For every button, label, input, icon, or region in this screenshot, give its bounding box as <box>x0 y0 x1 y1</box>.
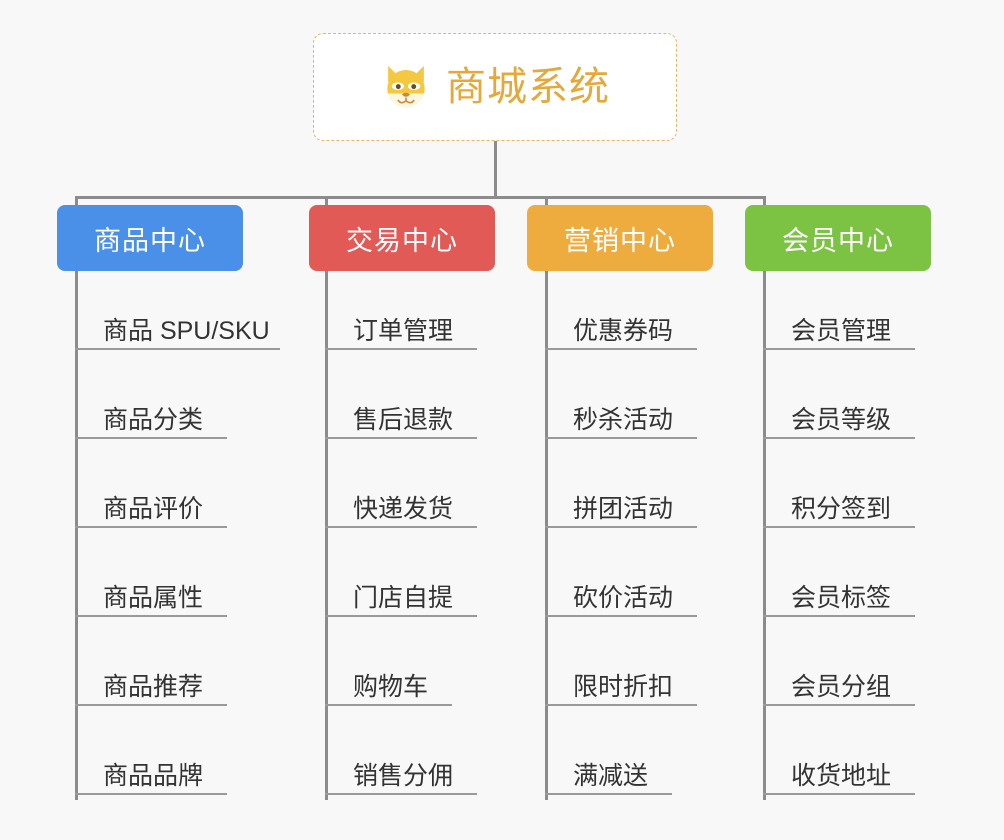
leaf-label: 商品推荐 <box>103 673 204 701</box>
connector-drop-3 <box>545 196 548 208</box>
leaf-item[interactable]: 会员分组 <box>763 675 915 706</box>
leaf-item[interactable]: 拼团活动 <box>545 497 697 528</box>
leaf-underline <box>75 793 227 795</box>
leaf-label: 商品分类 <box>103 406 204 434</box>
leaf-item[interactable]: 门店自提 <box>325 586 477 617</box>
leaf-label: 会员管理 <box>791 317 892 345</box>
connector-drop-2 <box>325 196 328 208</box>
branch-header-label: 商品中心 <box>94 225 206 256</box>
leaf-underline <box>75 437 227 439</box>
branch-header-4[interactable]: 会员中心 <box>745 205 931 271</box>
leaf-underline <box>75 704 227 706</box>
branch-rail-4 <box>763 271 766 800</box>
leaf-item[interactable]: 商品 SPU/SKU <box>75 319 280 350</box>
leaf-label: 会员标签 <box>791 584 892 612</box>
leaf-item[interactable]: 满减送 <box>545 764 672 795</box>
branch-header-label: 营销中心 <box>564 225 676 256</box>
leaf-label: 秒杀活动 <box>573 406 674 434</box>
leaf-label: 积分签到 <box>791 495 892 523</box>
leaf-item[interactable]: 会员标签 <box>763 586 915 617</box>
leaf-item[interactable]: 商品品牌 <box>75 764 227 795</box>
branch-header-label: 会员中心 <box>782 225 894 256</box>
leaf-label: 购物车 <box>353 673 429 701</box>
leaf-underline <box>763 437 915 439</box>
leaf-label: 商品 SPU/SKU <box>103 317 270 345</box>
leaf-underline <box>763 704 915 706</box>
leaf-item[interactable]: 会员等级 <box>763 408 915 439</box>
leaf-label: 销售分佣 <box>353 762 454 790</box>
leaf-underline <box>545 704 697 706</box>
leaf-item[interactable]: 商品推荐 <box>75 675 227 706</box>
leaf-item[interactable]: 购物车 <box>325 675 452 706</box>
leaf-underline <box>763 526 915 528</box>
leaf-underline <box>545 348 697 350</box>
leaf-underline <box>325 526 477 528</box>
branch-header-1[interactable]: 商品中心 <box>57 205 243 271</box>
branch-header-2[interactable]: 交易中心 <box>309 205 495 271</box>
leaf-label: 商品属性 <box>103 584 204 612</box>
leaf-label: 收货地址 <box>791 762 892 790</box>
leaf-label: 会员等级 <box>791 406 892 434</box>
leaf-item[interactable]: 秒杀活动 <box>545 408 697 439</box>
connector-drop-4 <box>763 196 766 208</box>
leaf-item[interactable]: 销售分佣 <box>325 764 477 795</box>
leaf-label: 商品品牌 <box>103 762 204 790</box>
leaf-item[interactable]: 商品分类 <box>75 408 227 439</box>
leaf-underline <box>545 437 697 439</box>
leaf-item[interactable]: 会员管理 <box>763 319 915 350</box>
leaf-item[interactable]: 商品评价 <box>75 497 227 528</box>
leaf-item[interactable]: 快递发货 <box>325 497 477 528</box>
root-node[interactable]: 商城系统 <box>313 33 677 141</box>
connector-root-stem <box>494 141 497 199</box>
leaf-underline <box>325 348 477 350</box>
connector-drop-1 <box>75 196 78 208</box>
leaf-label: 满减送 <box>573 762 649 790</box>
root-title: 商城系统 <box>446 65 610 109</box>
leaf-label: 拼团活动 <box>573 495 674 523</box>
leaf-item[interactable]: 售后退款 <box>325 408 477 439</box>
branch-rail-1 <box>75 271 78 800</box>
leaf-label: 快递发货 <box>353 495 454 523</box>
leaf-item[interactable]: 商品属性 <box>75 586 227 617</box>
leaf-underline <box>325 793 477 795</box>
leaf-label: 砍价活动 <box>573 584 674 612</box>
leaf-underline <box>763 615 915 617</box>
leaf-underline <box>75 526 227 528</box>
leaf-label: 售后退款 <box>353 406 454 434</box>
leaf-underline <box>325 437 477 439</box>
leaf-underline <box>75 348 280 350</box>
leaf-underline <box>325 615 477 617</box>
leaf-underline <box>545 793 672 795</box>
leaf-underline <box>763 793 915 795</box>
branch-rail-3 <box>545 271 548 800</box>
connector-trunk <box>75 196 766 199</box>
leaf-label: 限时折扣 <box>573 673 674 701</box>
branch-header-3[interactable]: 营销中心 <box>527 205 713 271</box>
leaf-item[interactable]: 订单管理 <box>325 319 477 350</box>
leaf-item[interactable]: 收货地址 <box>763 764 915 795</box>
branch-header-label: 交易中心 <box>346 225 458 256</box>
leaf-underline <box>763 348 915 350</box>
leaf-label: 会员分组 <box>791 673 892 701</box>
leaf-item[interactable]: 砍价活动 <box>545 586 697 617</box>
leaf-underline <box>545 526 697 528</box>
leaf-underline <box>325 704 452 706</box>
leaf-underline <box>75 615 227 617</box>
branch-rail-2 <box>325 271 328 800</box>
leaf-item[interactable]: 积分签到 <box>763 497 915 528</box>
shiba-dog-face-icon <box>380 61 432 113</box>
leaf-label: 商品评价 <box>103 495 204 523</box>
leaf-label: 订单管理 <box>353 317 454 345</box>
leaf-item[interactable]: 限时折扣 <box>545 675 697 706</box>
leaf-underline <box>545 615 697 617</box>
leaf-label: 门店自提 <box>353 584 454 612</box>
leaf-label: 优惠券码 <box>573 317 674 345</box>
leaf-item[interactable]: 优惠券码 <box>545 319 697 350</box>
